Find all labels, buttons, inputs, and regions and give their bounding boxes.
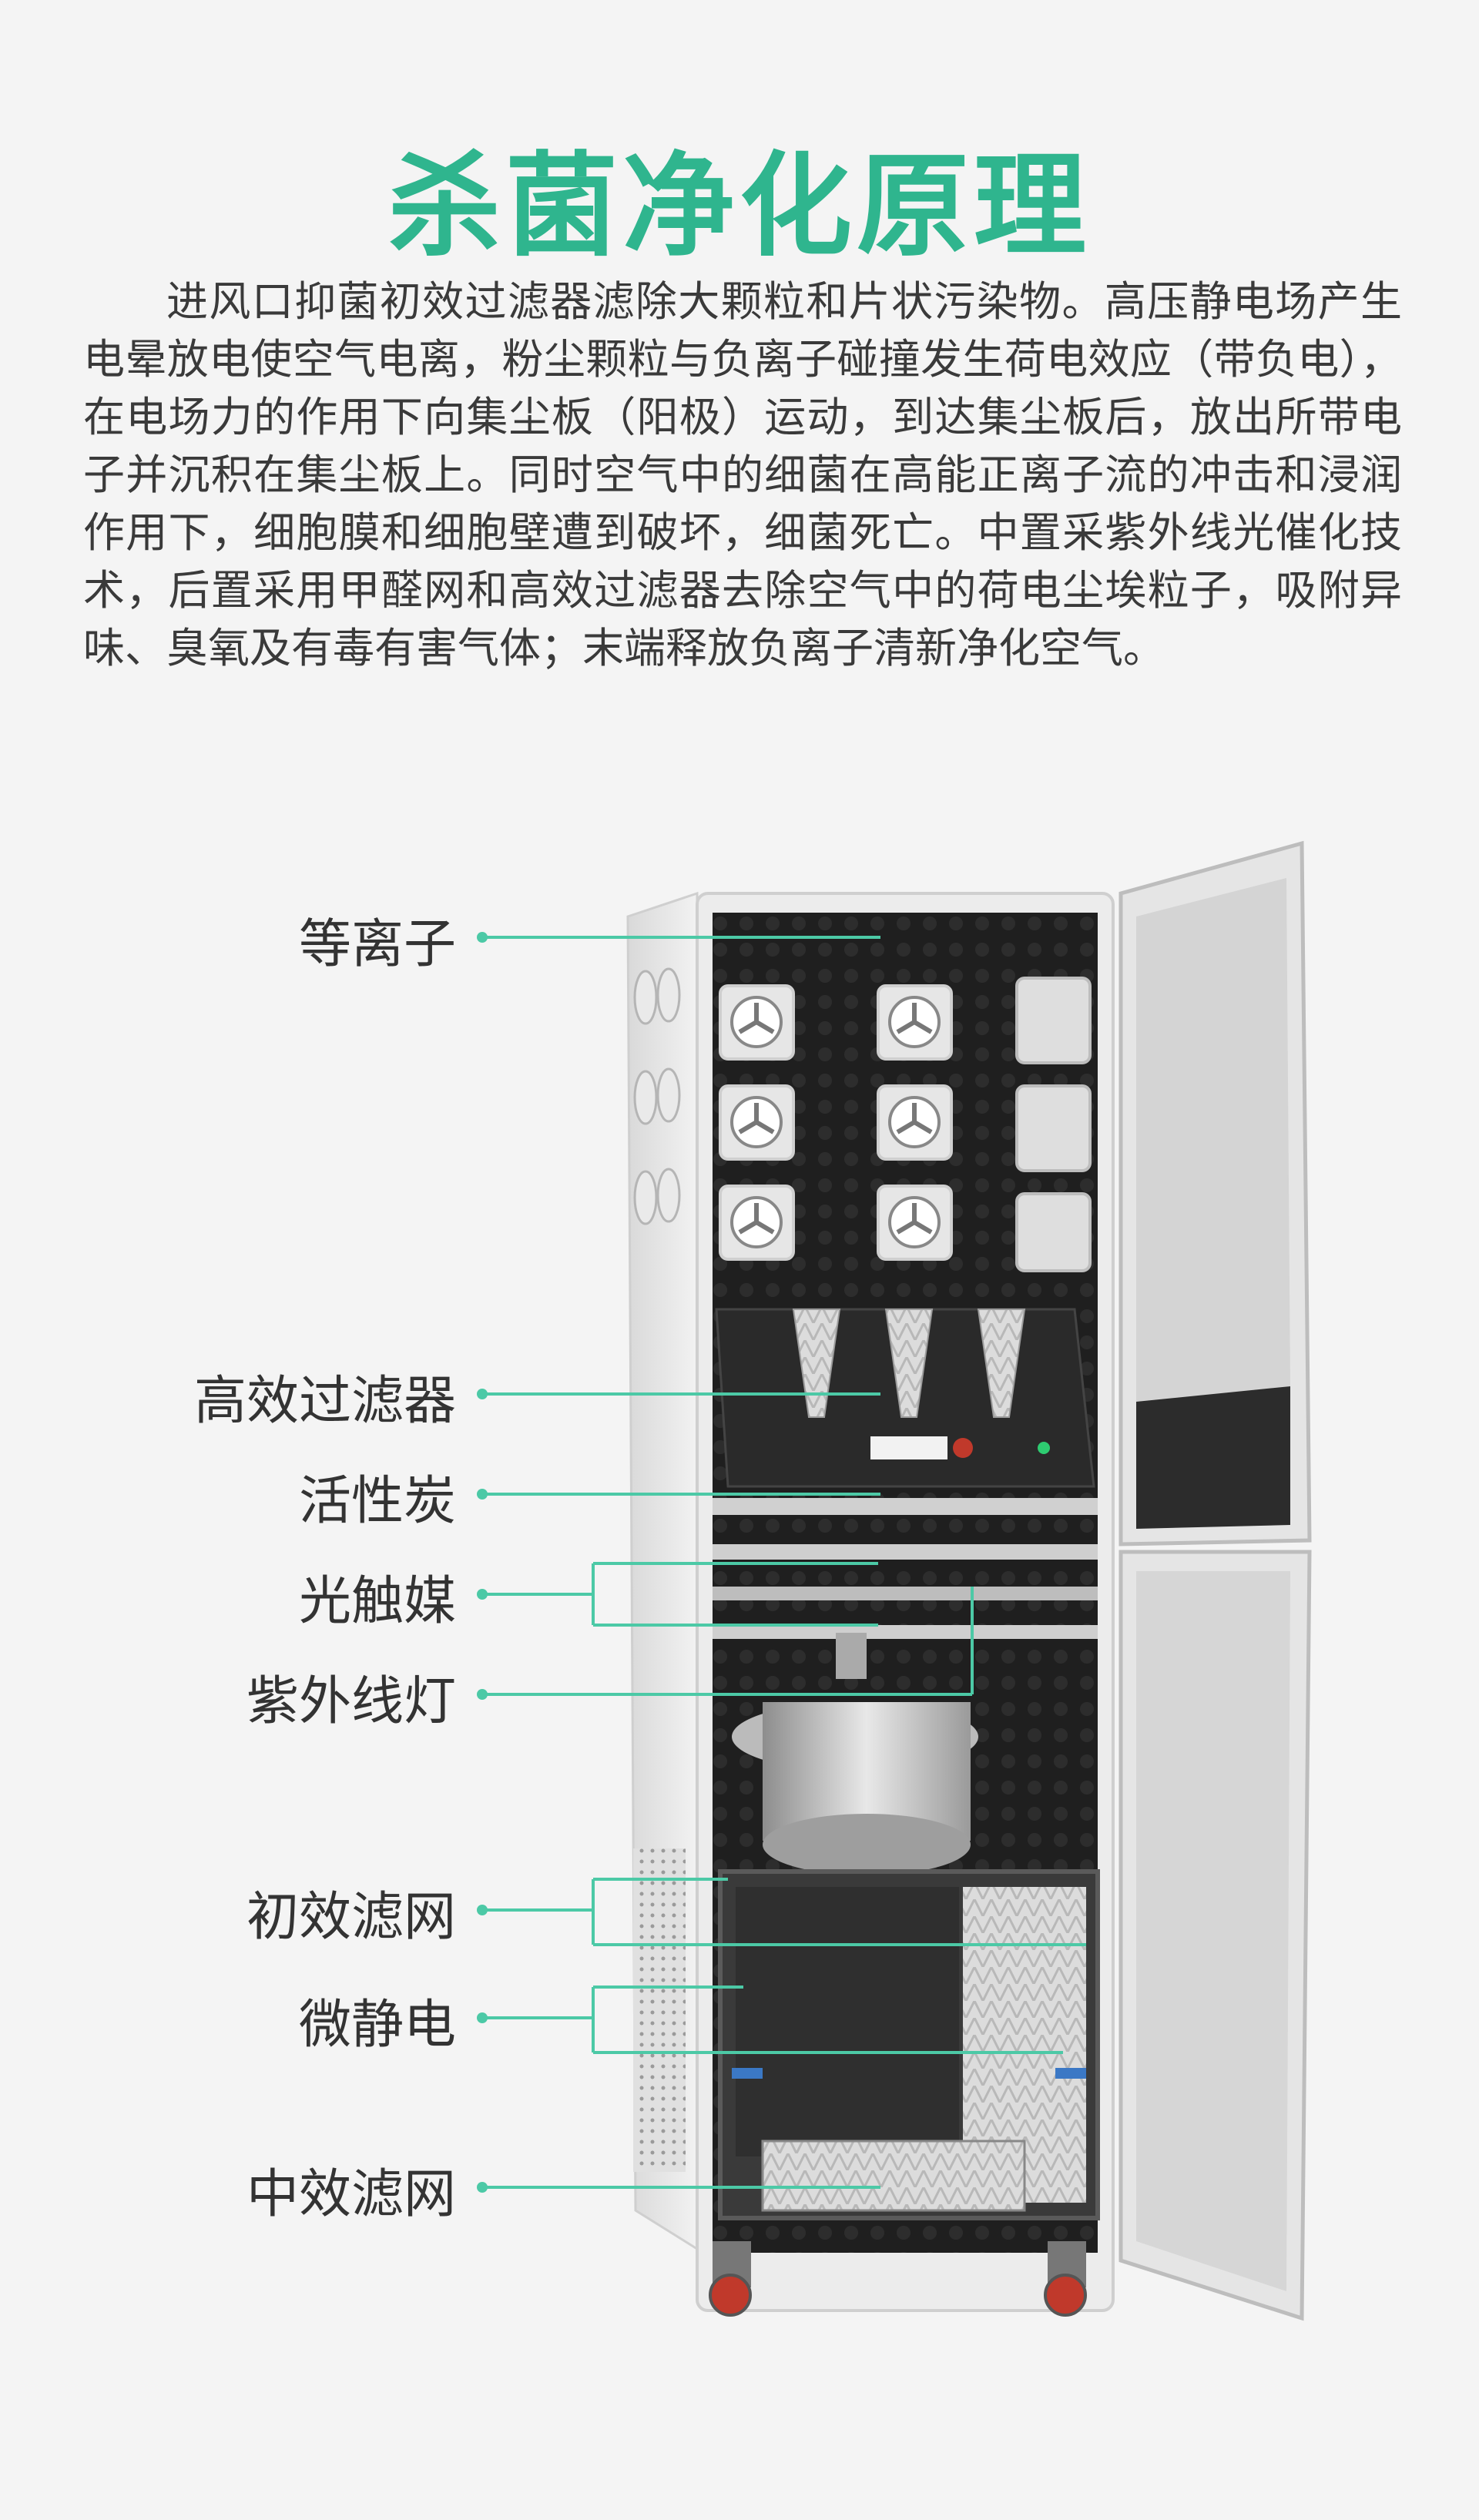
label-uv-lamp: 紫外线灯 bbox=[246, 1671, 456, 1732]
label-primary-filter: 初效滤网 bbox=[246, 1887, 456, 1948]
label-plasma: 等离子 bbox=[298, 914, 456, 975]
label-photocatalyst: 光触媒 bbox=[298, 1571, 456, 1632]
label-hepa-filter: 高效过滤器 bbox=[193, 1371, 456, 1432]
label-micro-static: 微静电 bbox=[298, 1995, 456, 2056]
intro-paragraph: 进风口抑菌初效过滤器滤除大颗粒和片状污染物。高压静电场产生电晕放电使空气电离，粉… bbox=[83, 277, 1402, 672]
label-medium-filter: 中效滤网 bbox=[246, 2164, 456, 2225]
label-activated-carbon: 活性炭 bbox=[298, 1471, 456, 1532]
page-title: 杀菌净化原理 bbox=[388, 141, 1091, 272]
purifier-cabinet-illustration bbox=[477, 840, 1312, 2321]
purifier-diagram: 等离子 高效过滤器 活性炭 光触媒 紫外线灯 初效滤网 微静电 中效滤网 bbox=[0, 832, 1479, 2418]
